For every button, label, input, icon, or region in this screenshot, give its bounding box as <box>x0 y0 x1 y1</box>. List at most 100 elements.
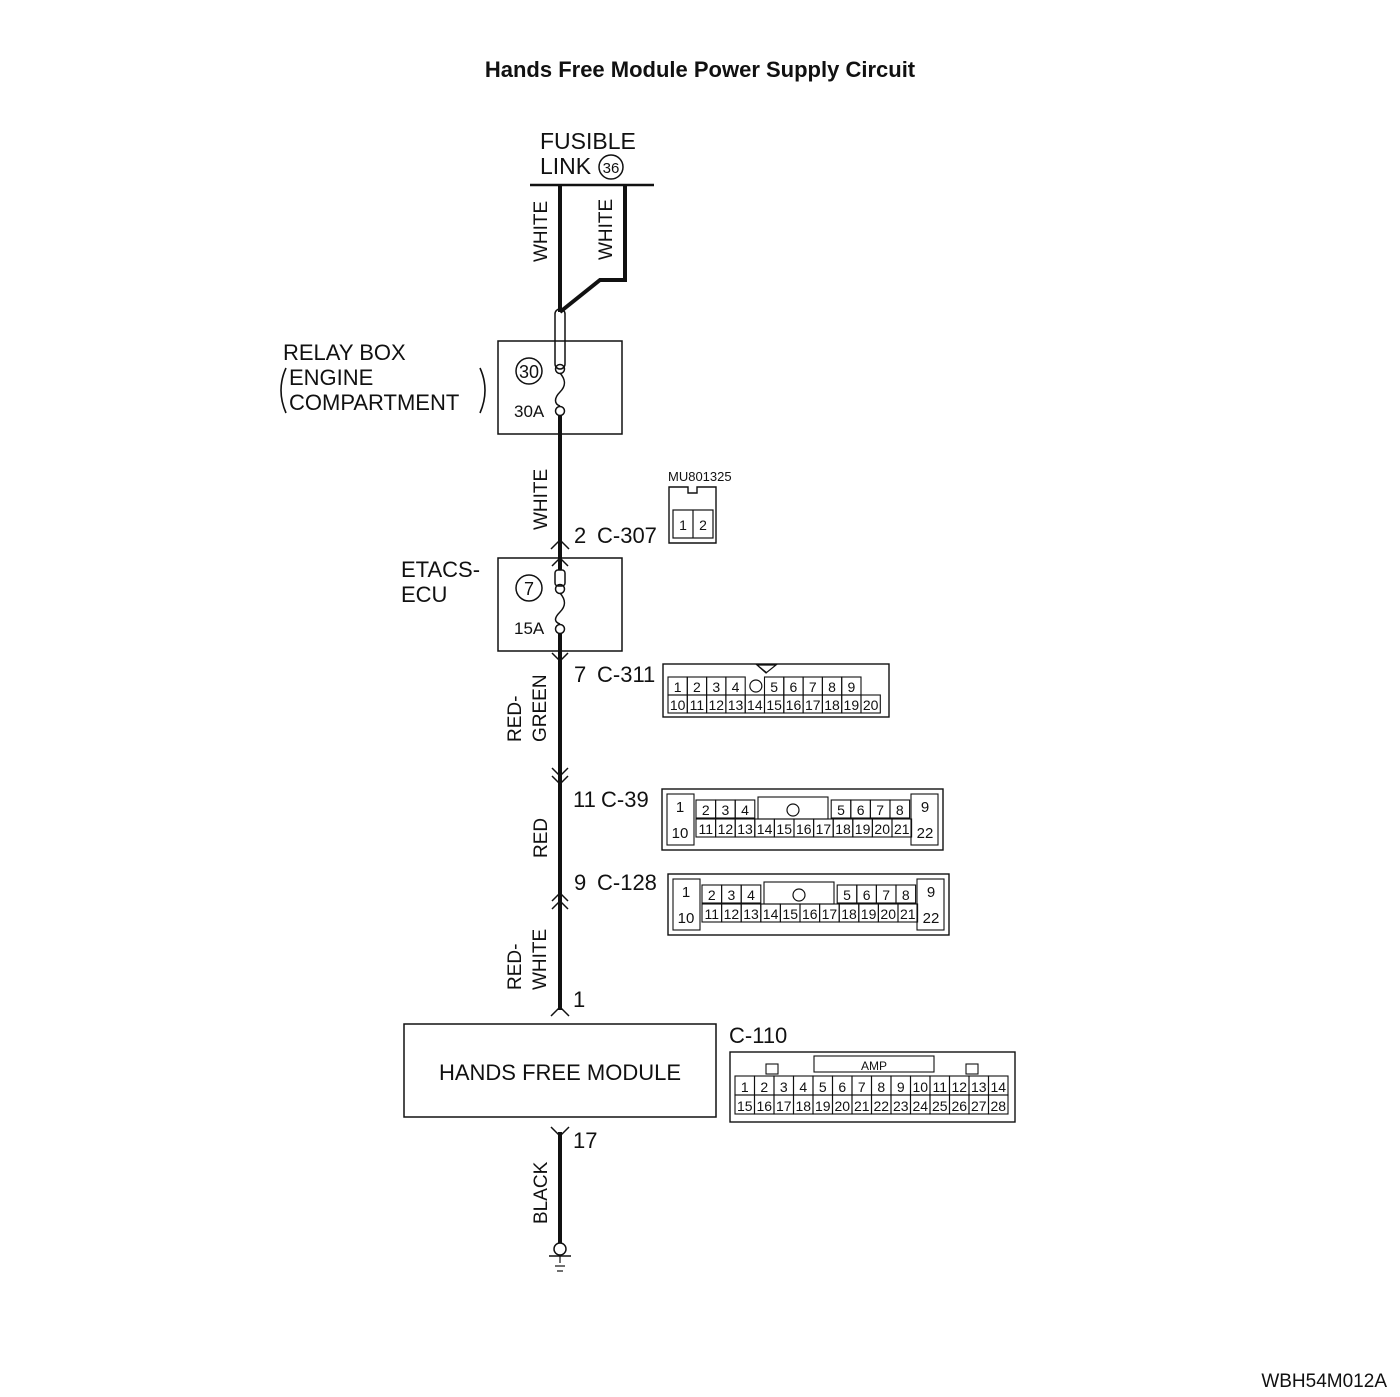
fusible-link-label-1: FUSIBLE <box>540 128 636 154</box>
relay-box: RELAY BOX ENGINE COMPARTMENT 30 30A <box>280 308 623 435</box>
c311-pin-label: 12 <box>708 697 724 713</box>
etacs-label-1: ETACS- <box>401 557 480 582</box>
c39-body-pin-label: 9 <box>921 799 929 816</box>
c311-pin-label: 11 <box>690 697 705 713</box>
c110-pin-label: 18 <box>795 1098 811 1114</box>
c110-pin-label: 24 <box>912 1098 928 1114</box>
c110-pin-label: 25 <box>932 1098 948 1114</box>
c128-body-pin-label: 9 <box>927 884 935 901</box>
c39-body-pin-label: 10 <box>672 825 689 842</box>
c39-body-pin-label: 1 <box>676 799 684 816</box>
module-pin-1: 1 <box>573 987 585 1012</box>
c128-body-pin-label: 8 <box>902 887 910 903</box>
c110-pin-label: 17 <box>776 1098 792 1114</box>
relay-fuse-rating: 30A <box>514 402 545 421</box>
c110-pin-label: 21 <box>854 1098 870 1114</box>
c311-pin-label: 5 <box>770 679 778 695</box>
c110-pin-label: 3 <box>780 1079 788 1095</box>
c39-body-pin-label: 15 <box>776 821 792 837</box>
c307-id: C-307 <box>597 523 657 548</box>
c39-body-pin-label: 6 <box>857 802 865 818</box>
ground-icon <box>549 1242 571 1272</box>
c110-pin-label: 19 <box>815 1098 831 1114</box>
c128-body-pin-label: 18 <box>841 906 857 922</box>
c39-body-pin-label: 18 <box>835 821 851 837</box>
c311-id: C-311 <box>597 662 655 687</box>
c110-pin-label: 8 <box>877 1079 885 1095</box>
c110-tag: AMP <box>861 1059 887 1073</box>
c39-body-pin-label: 12 <box>718 821 734 837</box>
etacs-label-2: ECU <box>401 582 447 607</box>
c128-pin: 9 <box>574 870 586 895</box>
c128-body-pin-label: 5 <box>843 887 851 903</box>
fusible-link-label-2: LINK <box>540 153 592 179</box>
c110-pin-label: 27 <box>971 1098 987 1114</box>
c128-body-pin-label: 3 <box>728 887 736 903</box>
module-label: HANDS FREE MODULE <box>439 1060 681 1085</box>
module-pin-17: 17 <box>573 1128 597 1153</box>
c39-body-pin-label: 2 <box>702 802 710 818</box>
c39-body-pin-label: 13 <box>737 821 753 837</box>
relay-fuse-number: 30 <box>519 362 539 382</box>
c110-pin-label: 23 <box>893 1098 909 1114</box>
figure-code: WBH54M012A <box>1261 1371 1387 1392</box>
c110-pin-label: 1 <box>741 1079 749 1095</box>
c128-body-pin-label: 16 <box>802 906 818 922</box>
c110-pin-label: 7 <box>858 1079 866 1095</box>
c311-pin-label: 6 <box>790 679 798 695</box>
c128-body-pin-label: 7 <box>882 887 890 903</box>
relay-box-label-3: COMPARTMENT <box>289 390 459 415</box>
c128-body-cell <box>740 884 762 904</box>
c39-body-pin-label: 5 <box>837 802 845 818</box>
c110-pin-label: 12 <box>951 1079 967 1095</box>
c128-body-pin-label: 20 <box>880 906 896 922</box>
c39-body-pin-label: 19 <box>855 821 871 837</box>
c307-part-number: MU801325 <box>668 469 732 484</box>
c39-body-pin-label: 21 <box>894 821 910 837</box>
c128-body-pin-label: 19 <box>861 906 877 922</box>
wire-label-white-a: WHITE <box>531 201 552 262</box>
c110-pin-label: 14 <box>990 1079 1006 1095</box>
c311-pin-label: 7 <box>809 679 817 695</box>
c110-pin-label: 10 <box>912 1079 928 1095</box>
c307-cell-2: 2 <box>699 517 707 533</box>
diagram-title: Hands Free Module Power Supply Circuit <box>485 57 916 82</box>
c39-body-pin-label: 3 <box>722 802 730 818</box>
c110-pin-label: 28 <box>990 1098 1006 1114</box>
etacs-fuse-rating: 15A <box>514 619 545 638</box>
relay-box-label-2: ENGINE <box>289 365 373 390</box>
c128-body-cell <box>895 884 917 904</box>
c128-body-pin-label: 17 <box>822 906 838 922</box>
wire-label-red-white-1: RED- <box>505 944 526 990</box>
c110-pin-label: 5 <box>819 1079 827 1095</box>
c311-pin-label: 13 <box>728 697 744 713</box>
etacs-ecu: ETACS- ECU 7 15A <box>401 545 623 652</box>
wire-label-white-c: WHITE <box>531 469 552 530</box>
c128-body-pin-label: 11 <box>705 906 720 922</box>
c311-pin-label: 16 <box>786 697 802 713</box>
c128-body-pin-label: 10 <box>678 910 695 927</box>
c39-body-pin-label: 7 <box>876 802 884 818</box>
relay-box-label-1: RELAY BOX <box>283 340 406 365</box>
c128-body-pin-label: 12 <box>724 906 740 922</box>
c311-pin-label: 2 <box>693 679 701 695</box>
c128-body-pin-label: 6 <box>863 887 871 903</box>
c39-body-pin-label: 17 <box>816 821 832 837</box>
fusible-link: FUSIBLE LINK 36 <box>530 128 654 187</box>
c110-pin-label: 20 <box>834 1098 850 1114</box>
c110-pin-label: 22 <box>873 1098 889 1114</box>
wire-label-red-green-2: GREEN <box>530 674 551 742</box>
c110-pin-label: 13 <box>971 1079 987 1095</box>
c128-body-key-icon <box>792 888 806 902</box>
c128-body-cell <box>897 903 919 923</box>
c311-cell <box>860 694 881 714</box>
c311-pin-label: 19 <box>844 697 860 713</box>
c311-pin-label: 3 <box>712 679 720 695</box>
c311-pin-label: 17 <box>805 697 821 713</box>
c110-cell <box>987 1094 1009 1115</box>
etacs-fuse-number: 7 <box>524 579 534 599</box>
